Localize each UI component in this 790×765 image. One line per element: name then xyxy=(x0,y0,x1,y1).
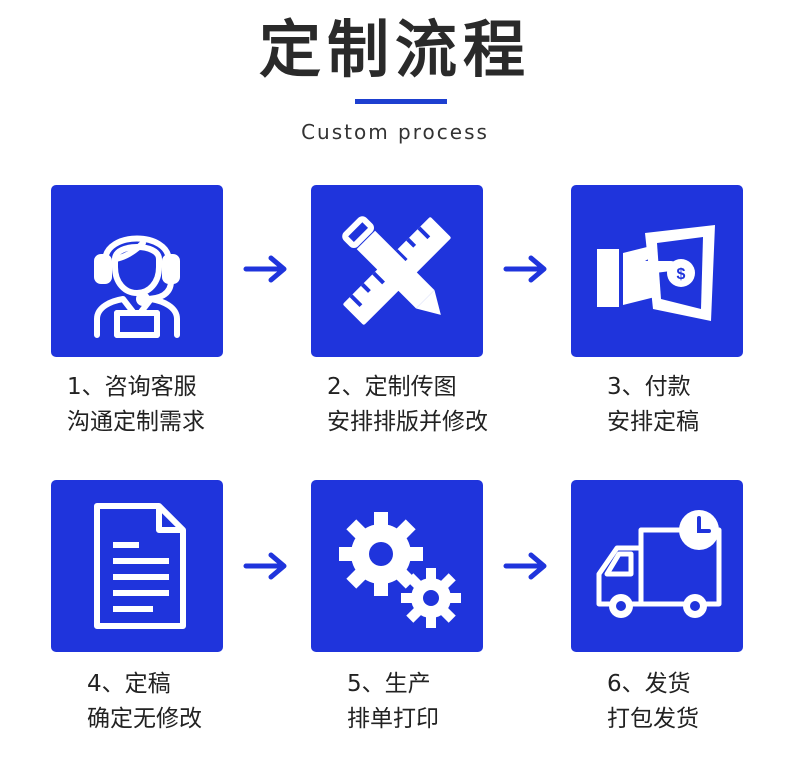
step-description: 排单打印 xyxy=(347,706,439,732)
payment-icon: $ xyxy=(597,225,715,321)
step-4-caption: 4、定稿 确定无修改 xyxy=(87,667,307,737)
step-2-card xyxy=(311,185,483,357)
arrow-right-icon xyxy=(243,552,287,580)
step-description: 沟通定制需求 xyxy=(67,409,205,435)
step-title: 1、咨询客服 xyxy=(67,374,197,400)
step-5-card xyxy=(311,480,483,652)
step-1-caption: 1、咨询客服 沟通定制需求 xyxy=(67,370,287,440)
step-1-card xyxy=(51,185,223,357)
step-6-caption: 6、发货 打包发货 xyxy=(607,667,790,737)
step-2-caption: 2、定制传图 安排排版并修改 xyxy=(327,370,547,440)
arrow-right-icon xyxy=(243,255,287,283)
title-underline xyxy=(355,99,447,104)
page-title: 定制流程 xyxy=(258,13,531,86)
step-title: 4、定稿 xyxy=(87,671,171,697)
step-title: 2、定制传图 xyxy=(327,374,457,400)
step-description: 安排定稿 xyxy=(607,409,699,435)
arrow-right-icon xyxy=(503,255,547,283)
step-title: 5、生产 xyxy=(347,671,431,697)
document-icon xyxy=(94,503,186,629)
svg-text:$: $ xyxy=(677,266,686,283)
step-description: 打包发货 xyxy=(607,706,699,732)
step-4-card xyxy=(51,480,223,652)
customer-service-icon xyxy=(94,235,180,338)
arrow-right-icon xyxy=(503,552,547,580)
delivery-truck-icon xyxy=(596,510,722,618)
step-5-caption: 5、生产 排单打印 xyxy=(347,667,567,737)
gears-icon xyxy=(339,512,461,628)
page-subtitle: Custom process xyxy=(301,120,489,144)
step-description: 确定无修改 xyxy=(87,706,202,732)
step-description: 安排排版并修改 xyxy=(327,409,488,435)
step-title: 3、付款 xyxy=(607,374,691,400)
step-3-caption: 3、付款 安排定稿 xyxy=(607,370,790,440)
design-tools-icon xyxy=(342,216,451,325)
step-title: 6、发货 xyxy=(607,671,691,697)
step-6-card xyxy=(571,480,743,652)
step-3-card: $ xyxy=(571,185,743,357)
